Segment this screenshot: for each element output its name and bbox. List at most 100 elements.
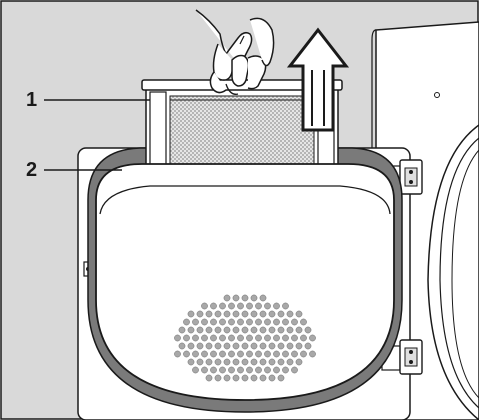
vent-hole	[201, 350, 208, 358]
vent-hole	[246, 366, 253, 374]
vent-hole	[237, 302, 244, 310]
vent-hole	[174, 334, 181, 342]
vent-hole	[223, 342, 231, 350]
vent-hole	[250, 326, 258, 334]
vent-hole	[223, 374, 231, 382]
vent-hole	[250, 342, 258, 350]
vent-hole	[228, 318, 235, 326]
vent-hole	[228, 302, 235, 310]
vent-hole	[223, 294, 231, 302]
vent-hole	[178, 342, 186, 350]
vent-hole	[241, 310, 249, 318]
vent-hole	[201, 334, 208, 342]
vent-hole	[273, 302, 280, 310]
vent-hole	[259, 342, 267, 350]
vent-hole	[255, 318, 262, 326]
vent-hole	[255, 350, 262, 358]
vent-hole	[205, 374, 213, 382]
vent-hole	[210, 350, 217, 358]
vent-hole	[282, 366, 289, 374]
vent-hole	[223, 326, 231, 334]
callout-2-label: 2	[26, 159, 37, 181]
vent-hole	[264, 334, 271, 342]
vent-hole	[268, 326, 276, 334]
vent-hole	[232, 294, 240, 302]
vent-hole	[264, 366, 271, 374]
vent-hole	[223, 310, 231, 318]
vent-hole	[286, 342, 294, 350]
vent-hole	[187, 310, 195, 318]
vent-hole	[277, 358, 285, 366]
vent-hole	[241, 294, 249, 302]
vent-hole	[246, 302, 253, 310]
vent-hole	[259, 294, 267, 302]
door-inner-face	[95, 163, 395, 401]
hand-icon	[195, 9, 275, 95]
vent-hole	[192, 334, 199, 342]
vent-hole	[237, 366, 244, 374]
arrow-up-icon	[286, 27, 350, 132]
vent-hole	[232, 342, 240, 350]
vent-hole	[241, 326, 249, 334]
vent-hole	[237, 334, 244, 342]
vent-hole	[192, 366, 199, 374]
vent-hole	[232, 374, 240, 382]
vent-hole	[295, 326, 303, 334]
vent-hole	[250, 310, 258, 318]
vent-hole	[241, 358, 249, 366]
vent-hole	[259, 358, 267, 366]
vent-hole	[291, 318, 298, 326]
callout-2: 2	[26, 159, 122, 181]
vent-hole	[210, 366, 217, 374]
vent-hole	[214, 326, 222, 334]
vent-hole	[304, 342, 312, 350]
vent-hole	[205, 326, 213, 334]
vent-hole	[187, 358, 195, 366]
callout-1-label: 1	[26, 89, 37, 111]
vent-hole	[201, 302, 208, 310]
vent-hole	[205, 310, 213, 318]
vent-hole	[196, 326, 204, 334]
vent-hole	[291, 366, 298, 374]
vent-hole	[300, 334, 307, 342]
vent-hole	[237, 350, 244, 358]
vent-hole	[183, 318, 190, 326]
vent-hole	[268, 310, 276, 318]
vent-hole	[286, 358, 294, 366]
vent-hole	[273, 366, 280, 374]
vent-hole	[259, 374, 267, 382]
vent-hole	[205, 342, 213, 350]
vent-hole	[219, 350, 226, 358]
vent-hole	[219, 318, 226, 326]
vent-hole	[295, 310, 303, 318]
vent-hole	[273, 334, 280, 342]
vent-hole	[219, 366, 226, 374]
vent-hole	[214, 358, 222, 366]
vent-hole	[219, 334, 226, 342]
vent-hole	[228, 334, 235, 342]
vent-hole	[277, 374, 285, 382]
vent-hole	[201, 366, 208, 374]
vent-hole	[295, 358, 303, 366]
vent-hole	[309, 334, 316, 342]
vent-hole	[282, 318, 289, 326]
vent-hole	[192, 350, 199, 358]
vent-hole	[214, 342, 222, 350]
vent-hole	[259, 310, 267, 318]
vent-hole	[273, 350, 280, 358]
vent-hole	[309, 350, 316, 358]
vent-hole	[183, 334, 190, 342]
vent-hole	[232, 326, 240, 334]
vent-hole	[205, 358, 213, 366]
vent-hole	[300, 318, 307, 326]
vent-hole	[214, 310, 222, 318]
vent-hole	[232, 358, 240, 366]
vent-hole	[246, 318, 253, 326]
vent-hole	[241, 342, 249, 350]
vent-hole	[210, 302, 217, 310]
vent-hole	[201, 318, 208, 326]
vent-hole	[214, 374, 222, 382]
vent-hole	[219, 302, 226, 310]
vent-hole	[210, 318, 217, 326]
